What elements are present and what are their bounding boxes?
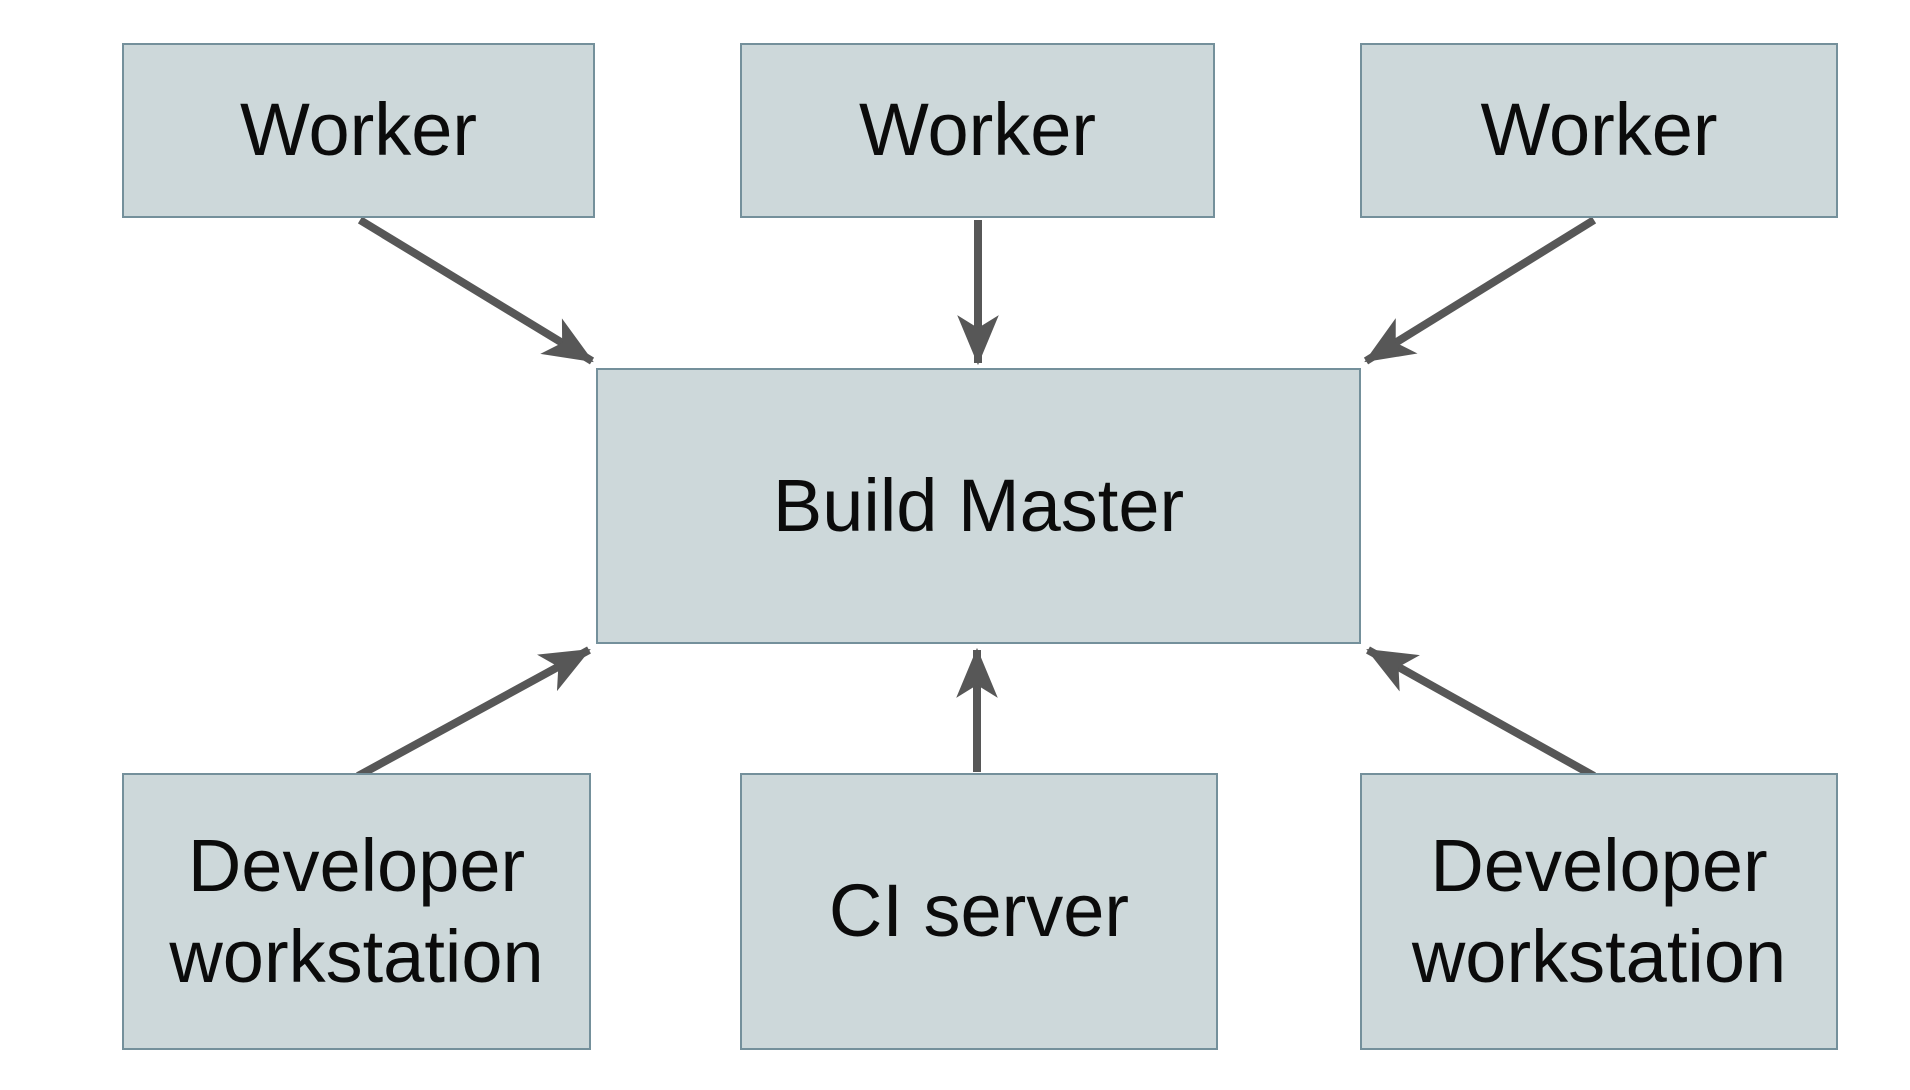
node-developer-workstation-2: Developer workstation xyxy=(1360,773,1838,1050)
node-worker-2: Worker xyxy=(740,43,1215,218)
node-worker-2-label: Worker xyxy=(858,88,1097,172)
node-developer-workstation-1-label: Developer workstation xyxy=(169,824,544,998)
node-worker-1: Worker xyxy=(122,43,595,218)
arrow-worker-right-to-build-master xyxy=(1363,216,1597,365)
arrow-dev-left-to-build-master xyxy=(356,646,591,780)
node-build-master-label: Build Master xyxy=(772,463,1185,547)
node-ci-server: CI server xyxy=(740,773,1218,1050)
node-worker-3-label: Worker xyxy=(1480,88,1718,172)
node-worker-1-label: Worker xyxy=(239,88,478,172)
node-ci-server-label: CI server xyxy=(828,869,1130,953)
node-developer-workstation-2-label: Developer workstation xyxy=(1411,824,1787,998)
node-build-master: Build Master xyxy=(596,368,1361,644)
arrow-worker-left-to-build-master xyxy=(357,216,595,365)
node-developer-workstation-1: Developer workstation xyxy=(122,773,591,1050)
node-worker-3: Worker xyxy=(1360,43,1838,218)
arrow-dev-right-to-build-master xyxy=(1366,646,1596,780)
